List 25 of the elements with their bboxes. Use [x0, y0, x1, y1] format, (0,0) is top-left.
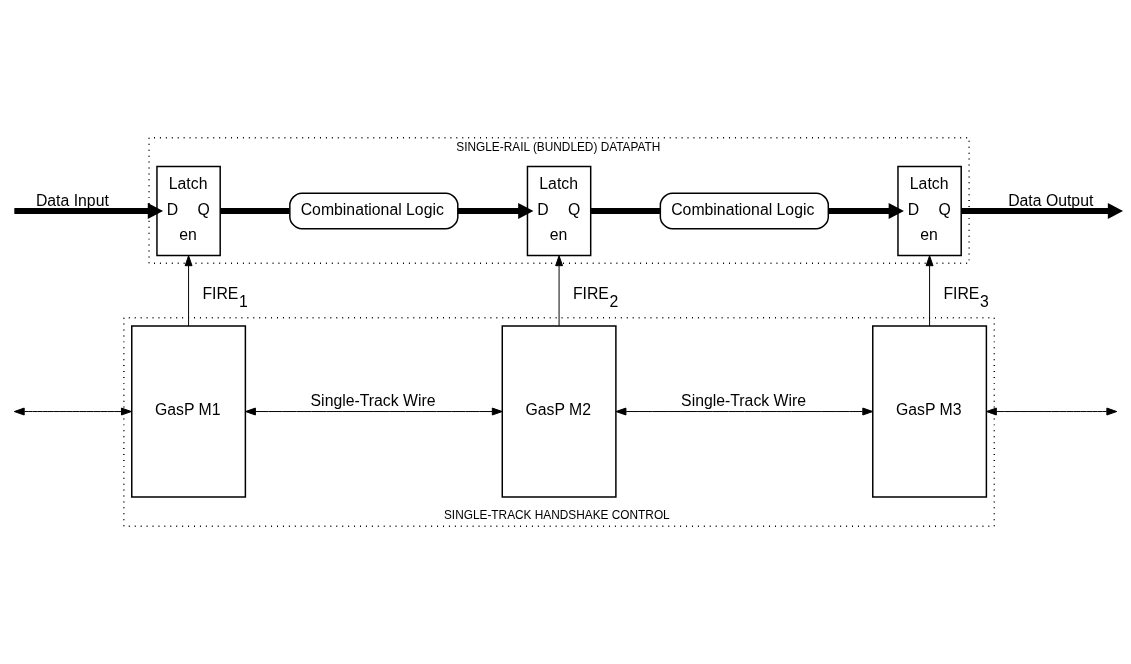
connector	[590, 208, 660, 214]
connector	[220, 208, 290, 214]
arrow	[245, 407, 503, 416]
arrow	[13, 407, 132, 416]
edge-label: Single-Track Wire	[681, 392, 807, 410]
node-box: Latch D Q en	[156, 165, 221, 257]
edge-label: Single-Track Wire	[310, 392, 436, 410]
node-box: Combinational Logic	[659, 192, 830, 230]
node-box: GasP M1	[131, 325, 247, 498]
node-box: Latch D Q en	[526, 165, 592, 257]
arrow	[961, 202, 1123, 219]
arrow	[925, 255, 934, 327]
arrow	[457, 202, 534, 219]
node-box: Latch D Q en	[897, 165, 962, 257]
node-box: GasP M3	[872, 325, 988, 498]
arrow	[555, 255, 564, 327]
node-box: Combinational Logic	[289, 192, 459, 230]
edge-label: Data Input	[35, 191, 109, 209]
edge-label: Data Output	[1008, 191, 1094, 209]
node-box: GasP M2	[501, 325, 617, 498]
arrow	[14, 202, 164, 219]
arrow	[828, 202, 904, 219]
arrow	[184, 255, 193, 327]
arrow	[985, 407, 1118, 416]
arrow	[615, 407, 874, 416]
